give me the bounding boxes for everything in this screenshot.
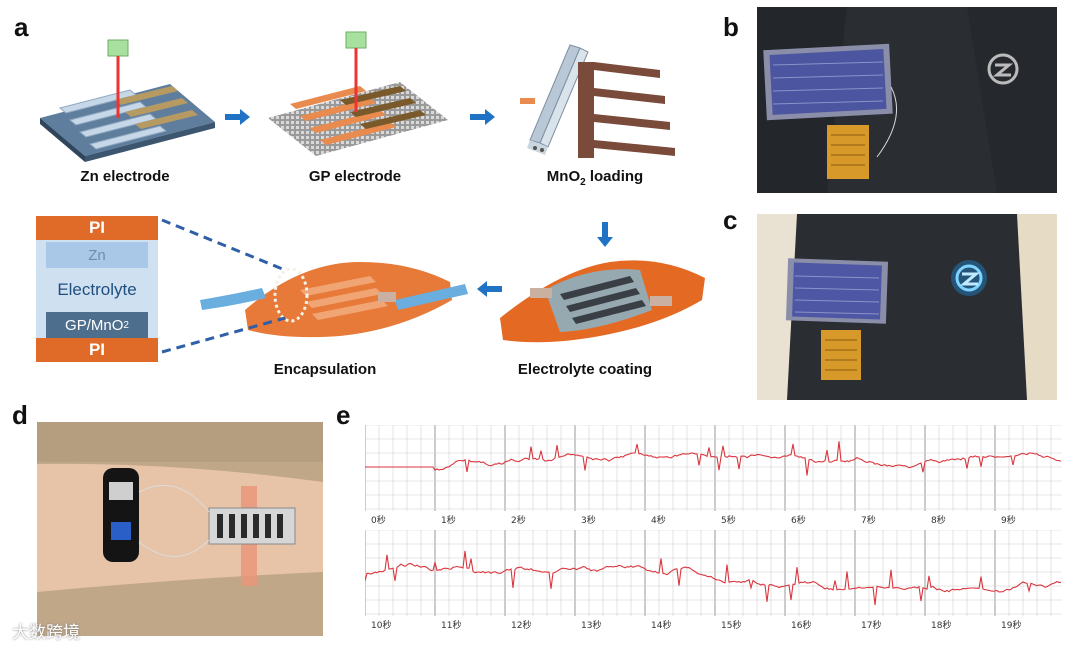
loading-text: loading <box>586 168 644 185</box>
photo-b-jacket <box>757 7 1057 193</box>
pi-bottom-layer: PI <box>36 338 158 362</box>
caption-zn-electrode: Zn electrode <box>40 168 210 185</box>
ecg-row-1-plot <box>365 425 1062 511</box>
ecg-tick-label: 19秒 <box>1001 618 1021 631</box>
photo-b-drawing <box>757 7 1057 193</box>
electrolyte-label: Electrolyte <box>36 280 158 300</box>
electrolyte-coating-illustration <box>500 260 705 342</box>
ecg-tick-label: 0秒 <box>371 513 386 526</box>
zoom-line-bottom <box>162 318 285 352</box>
ecg-background <box>365 425 1062 511</box>
pi-top-label: PI <box>89 218 105 238</box>
mno2-loading-illustration <box>520 45 675 158</box>
zoom-line-top <box>162 220 285 270</box>
mno2-text: MnO <box>547 168 580 185</box>
panel-label-b: b <box>723 12 739 43</box>
photo-d-wrist <box>37 422 323 636</box>
process-arrow-left <box>477 281 502 297</box>
photo-c-jacket <box>757 214 1057 400</box>
pi-top-layer: PI <box>36 216 158 240</box>
ecg-row-1-ticks: 0秒 1秒 2秒 3秒 4秒 5秒 6秒 7秒 8秒 9秒 <box>365 513 1062 527</box>
ecg-tick-label: 9秒 <box>1001 513 1016 526</box>
gp-mno2-subscript: 2 <box>123 320 129 331</box>
caption-electrolyte-coating: Electrolyte coating <box>490 361 680 378</box>
ecg-row-2-plot <box>365 530 1062 616</box>
ecg-tick-label: 15秒 <box>721 618 741 631</box>
process-arrow-down <box>597 222 613 247</box>
process-arrow-2 <box>470 109 495 125</box>
ecg-tick-label: 13秒 <box>581 618 601 631</box>
caption-gp-electrode: GP electrode <box>270 168 440 185</box>
watermark-text: 大数跨境 <box>12 618 80 643</box>
ecg-background <box>365 530 1062 616</box>
zn-label: Zn <box>88 247 106 264</box>
ecg-tick-label: 1秒 <box>441 513 456 526</box>
ecg-tick-label: 12秒 <box>511 618 531 631</box>
panel-label-d: d <box>12 400 28 431</box>
ecg-row-1 <box>365 425 1062 511</box>
process-arrow-1 <box>225 109 250 125</box>
photo-d-drawing <box>37 422 323 636</box>
photo-c-drawing <box>757 214 1057 400</box>
ecg-tick-label: 11秒 <box>441 618 461 631</box>
ecg-tick-label: 17秒 <box>861 618 881 631</box>
ecg-tick-label: 16秒 <box>791 618 811 631</box>
ecg-tick-label: 7秒 <box>861 513 876 526</box>
ecg-tick-label: 4秒 <box>651 513 666 526</box>
gp-electrode-illustration <box>268 32 448 156</box>
ecg-tick-label: 18秒 <box>931 618 951 631</box>
encapsulation-illustration <box>200 262 468 337</box>
caption-encapsulation: Encapsulation <box>240 361 410 378</box>
ecg-tick-label: 5秒 <box>721 513 736 526</box>
ecg-tick-label: 10秒 <box>371 618 391 631</box>
panel-label-c: c <box>723 205 737 236</box>
pi-bottom-label: PI <box>89 340 105 360</box>
zn-layer: Zn <box>46 242 148 268</box>
ecg-row-2 <box>365 530 1062 616</box>
ecg-tick-label: 14秒 <box>651 618 671 631</box>
zn-electrode-illustration <box>40 40 215 162</box>
caption-mno2-loading: MnO2 loading <box>510 168 680 188</box>
panel-label-e: e <box>336 400 350 431</box>
ecg-row-2-ticks: 10秒 11秒 12秒 13秒 14秒 15秒 16秒 17秒 18秒 19秒 <box>365 618 1062 632</box>
ecg-tick-label: 2秒 <box>511 513 526 526</box>
gp-mno2-label: GP/MnO <box>65 317 123 334</box>
ecg-tick-label: 3秒 <box>581 513 596 526</box>
ecg-tick-label: 6秒 <box>791 513 806 526</box>
ecg-tick-label: 8秒 <box>931 513 946 526</box>
